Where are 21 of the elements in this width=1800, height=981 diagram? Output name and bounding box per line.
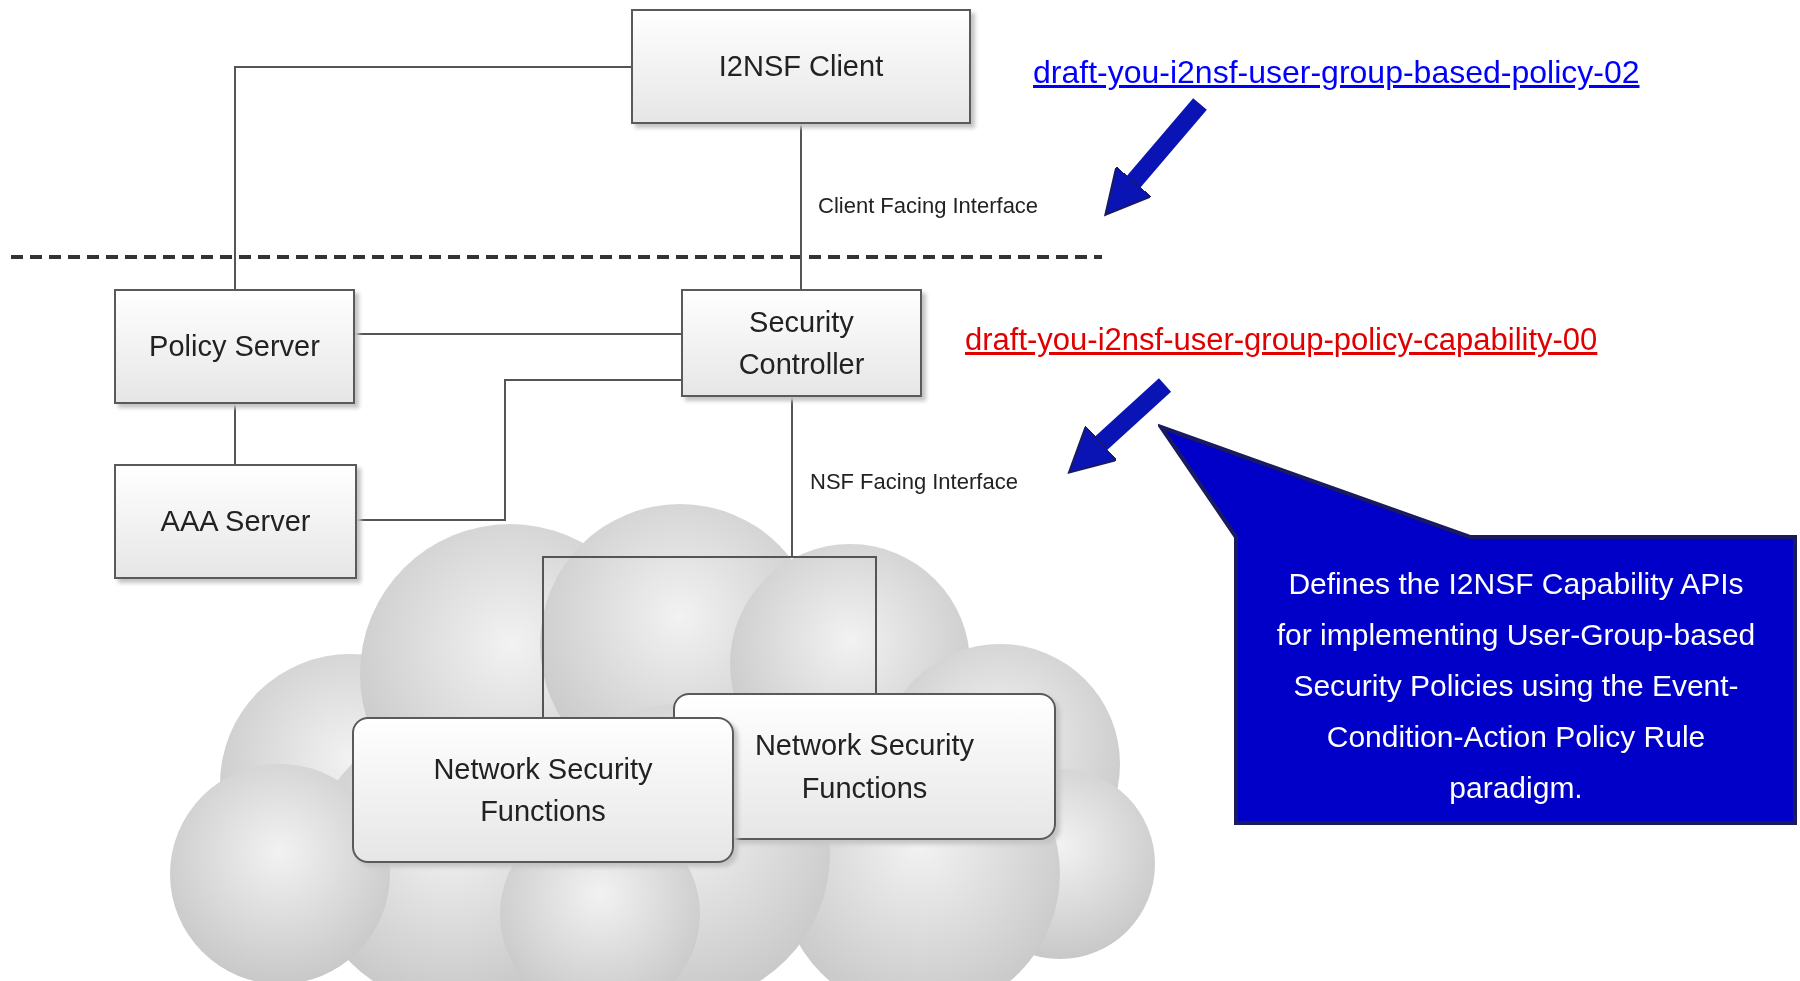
callout-text: Defines the I2NSF Capability APIs for implementing User-Group-based Security Policies using the Event-Condition-Action Policy Rule paradigm.: [1275, 566, 1757, 806]
process-box: [631, 9, 971, 124]
connector-line: [234, 403, 236, 465]
box-label: I2NSF Client: [717, 49, 885, 85]
block-arrow: [1067, 378, 1172, 474]
box-label: Network Security Functions: [753, 728, 976, 806]
link-text: draft-you-i2nsf-user-group-based-policy-02: [1033, 54, 1640, 98]
box-label: Policy Server: [148, 329, 321, 365]
connector-line: [800, 123, 802, 290]
link-text: draft-you-i2nsf-user-group-policy-capability-00: [965, 322, 1598, 366]
block-arrow: [1104, 98, 1207, 216]
box-label: Security Controller: [737, 304, 866, 382]
process-box: [114, 289, 355, 404]
process-box: [681, 289, 922, 397]
box-label: Network Security Functions: [432, 751, 654, 829]
connector-line: [234, 66, 632, 290]
connector-line: [356, 379, 682, 521]
function-box: [352, 717, 734, 863]
connector-line: [354, 333, 682, 335]
box-label: AAA Server: [159, 504, 312, 540]
process-box: [114, 464, 357, 579]
